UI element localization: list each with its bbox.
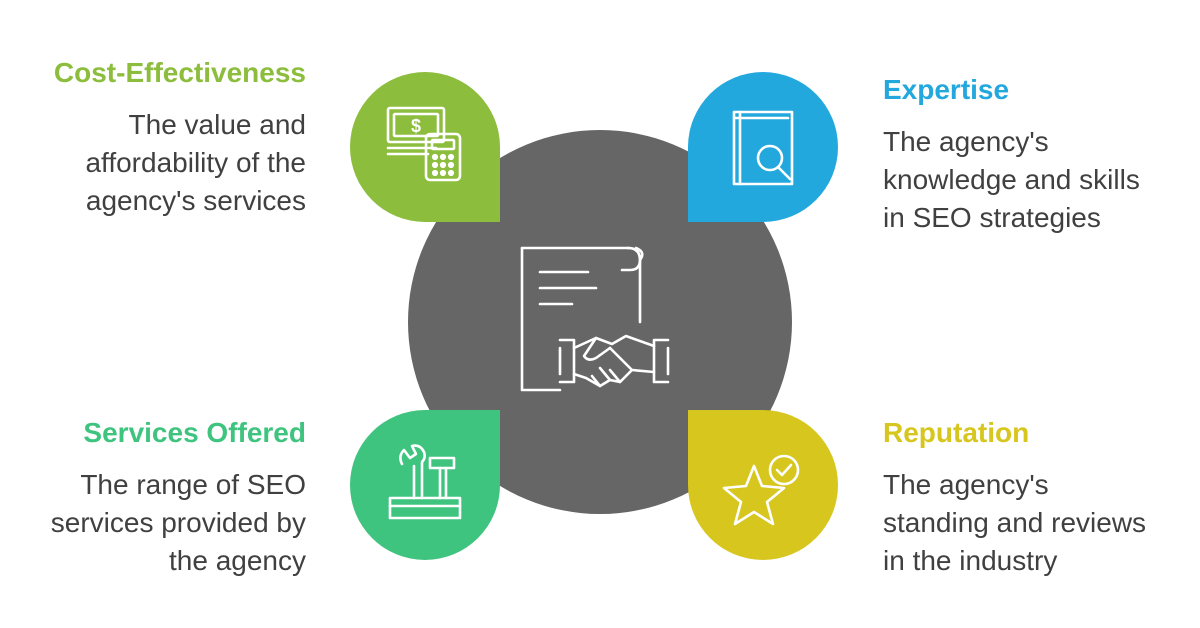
svg-text:$: $: [411, 116, 421, 136]
expertise-description: The agency's knowledge and skills in SEO…: [883, 126, 1140, 233]
expertise-block: Expertise The agency's knowledge and ski…: [883, 73, 1200, 237]
contract-handshake-icon: [520, 246, 670, 392]
expertise-petal: [688, 72, 838, 222]
book-search-icon: [732, 110, 794, 186]
reputation-description: The agency's standing and reviews in the…: [883, 469, 1147, 576]
toolbox-icon: [388, 444, 462, 520]
cost-effectiveness-title: Cost-Effectiveness: [53, 57, 306, 88]
expertise-title: Expertise: [883, 74, 1010, 105]
star-check-icon: [722, 454, 800, 526]
services-offered-description: The range of SEO services provided by th…: [50, 469, 306, 576]
reputation-title: Reputation: [883, 417, 1030, 448]
reputation-petal: [688, 410, 838, 560]
services-offered-petal: [350, 410, 500, 560]
cost-effectiveness-block: Cost-Effectiveness The value and afforda…: [0, 56, 306, 220]
cost-effectiveness-description: The value and affordability of the agenc…: [85, 109, 306, 216]
cost-effectiveness-petal: $: [350, 72, 500, 222]
services-offered-block: Services Offered The range of SEO servic…: [0, 416, 306, 580]
reputation-block: Reputation The agency's standing and rev…: [883, 416, 1200, 580]
services-offered-title: Services Offered: [83, 417, 306, 448]
money-calculator-icon: $: [386, 106, 462, 182]
